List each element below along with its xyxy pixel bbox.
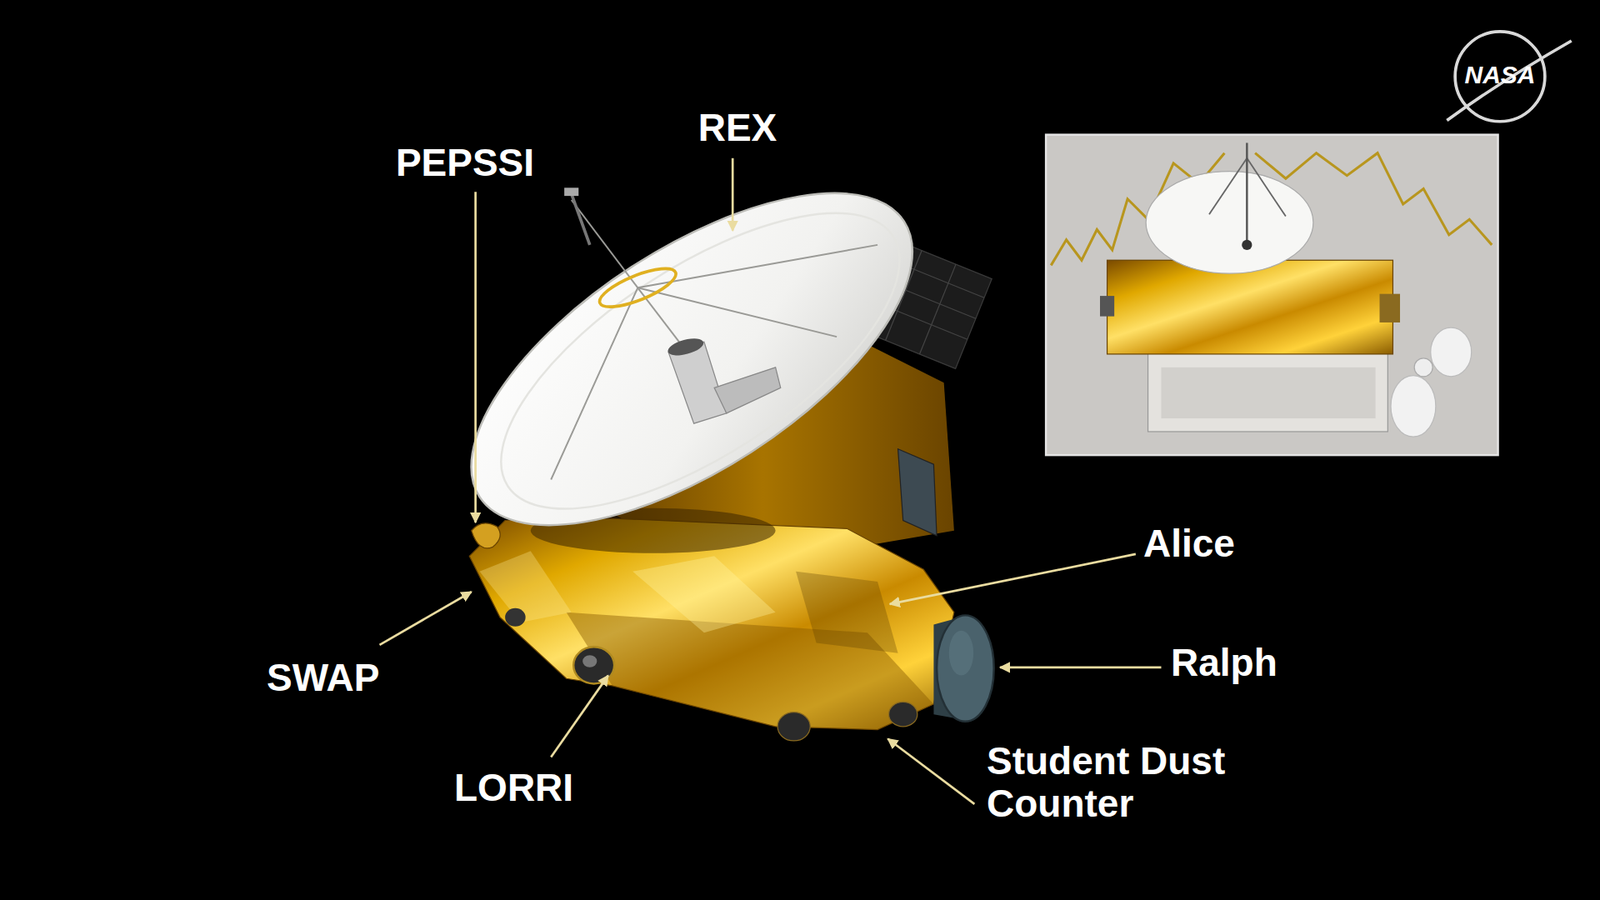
feed-horn bbox=[665, 335, 780, 424]
part-label: SWAP bbox=[266, 656, 380, 700]
nasa-logo bbox=[1446, 31, 1571, 122]
part-label: Alice bbox=[1143, 522, 1235, 565]
part-label: Student Dust Counter bbox=[986, 740, 1237, 825]
rex-dish bbox=[420, 129, 965, 590]
part-label: LORRI bbox=[454, 766, 574, 810]
part-label: PEPSSI bbox=[395, 141, 535, 185]
inset-photo bbox=[1045, 135, 1498, 455]
part-label: REX bbox=[698, 106, 778, 150]
leader-lines bbox=[380, 158, 1162, 805]
logo-text: NASA bbox=[1464, 60, 1535, 89]
ralph-instrument bbox=[933, 615, 994, 721]
part-label: Ralph bbox=[1170, 641, 1278, 685]
dish-struts bbox=[550, 200, 878, 480]
lorri-lens bbox=[573, 646, 615, 684]
